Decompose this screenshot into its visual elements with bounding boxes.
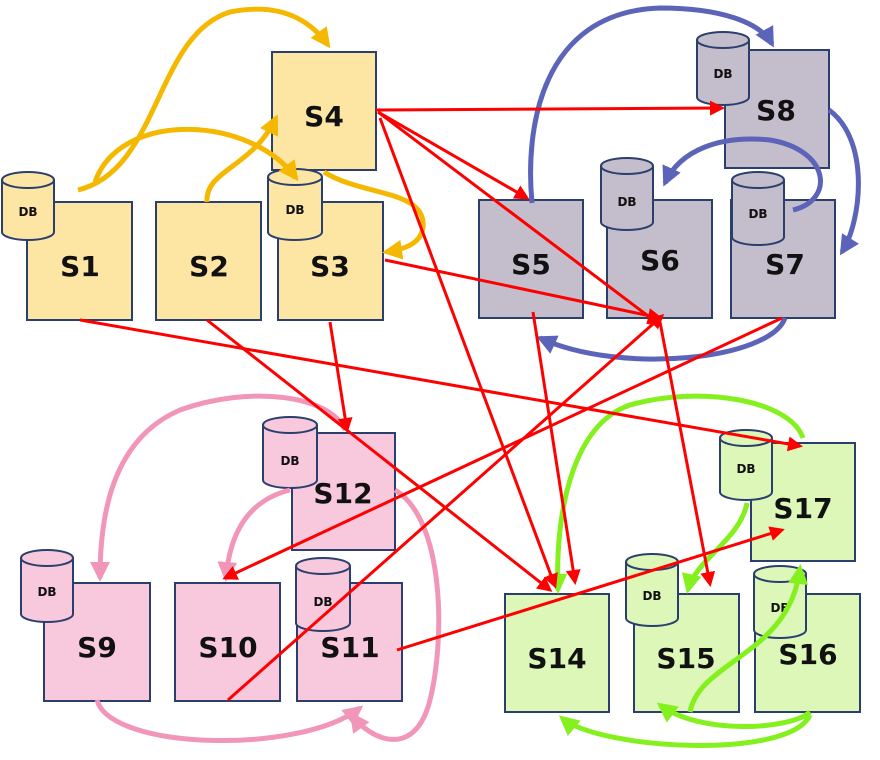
service-label-s1: S1	[60, 250, 100, 283]
arrow-red-s4-to-s8	[375, 100, 725, 116]
arrow-blue-s5-to-s8	[528, 5, 775, 204]
db-cylinder-s11: DB	[295, 557, 351, 632]
arrow-pink-s12-to-s10	[217, 487, 291, 582]
arrow-red-s7-to-s10	[222, 316, 783, 580]
db-label: DB	[285, 203, 304, 217]
arrow-red-s4-to-s15	[377, 110, 663, 327]
arrow-red-s2-to-s14	[206, 318, 553, 592]
arrow-red-s3-to-s12	[328, 321, 353, 433]
arrow-red-s11-to-s17	[396, 526, 785, 652]
service-label-s17: S17	[773, 492, 832, 525]
db-label: DB	[617, 195, 636, 209]
arrow-yellow-s4-to-s3	[322, 169, 426, 260]
arrow-red-s4-to-s14	[378, 117, 558, 589]
db-cylinder-s12: DB	[262, 416, 318, 489]
service-label-s8: S8	[756, 94, 796, 127]
db-cylinder-s9: DB	[20, 549, 74, 623]
arrow-red-s10-to-s6	[227, 314, 665, 702]
arrow-red-s6-to-s15	[658, 321, 716, 587]
service-label-s6: S6	[640, 244, 680, 277]
arrow-blue-s7-to-s5	[536, 316, 788, 362]
arrow-yellow-s2-to-s4	[204, 114, 279, 203]
arrow-pink-s12-to-s11	[349, 487, 442, 742]
service-box-s2	[155, 201, 262, 321]
arrow-yellow-s1-to-s4	[77, 6, 331, 193]
db-label: DB	[713, 67, 732, 81]
service-label-s7: S7	[765, 248, 805, 281]
service-label-s11: S11	[320, 631, 379, 664]
arrow-pink-s9-to-s11	[94, 699, 364, 743]
service-label-s3: S3	[310, 250, 350, 283]
arrow-yellow-s1-to-s3	[92, 127, 299, 183]
service-label-s16: S16	[778, 638, 837, 671]
db-label: DB	[18, 205, 37, 219]
db-label: DB	[280, 454, 299, 468]
service-label-s10: S10	[198, 631, 257, 664]
db-label: DB	[37, 585, 56, 599]
service-label-s12: S12	[313, 477, 372, 510]
db-cylinder-s8: DB	[696, 31, 750, 106]
arrow-green-s16-to-s17	[687, 564, 809, 713]
db-label: DB	[313, 595, 332, 609]
service-label-s9: S9	[77, 631, 117, 664]
arrow-green-s16-to-s14	[558, 713, 813, 748]
db-cylinder-s3: DB	[267, 168, 323, 241]
arrow-red-s1-to-s17	[79, 318, 803, 452]
service-box-s14	[504, 593, 610, 713]
arrow-red-s3-to-s6	[384, 258, 663, 323]
db-cylinder-s1: DB	[1, 171, 55, 241]
arrow-green-s17-to-s14	[547, 393, 806, 594]
db-cylinder-s17: DB	[719, 429, 773, 501]
db-cylinder-s7: DB	[731, 171, 785, 246]
service-label-s14: S14	[527, 642, 586, 675]
service-label-s15: S15	[656, 642, 715, 675]
arrow-blue-s7-to-s6	[662, 136, 823, 213]
service-label-s5: S5	[511, 248, 551, 281]
service-box-s4	[271, 51, 377, 171]
db-label: DB	[748, 207, 767, 221]
arrow-red-s4-to-s5	[377, 110, 530, 200]
db-cylinder-s6: DB	[600, 157, 654, 231]
db-label: DB	[642, 589, 661, 603]
service-label-s2: S2	[189, 250, 229, 283]
service-box-s10	[174, 582, 281, 702]
arrow-red-s5-to-s14	[531, 311, 581, 585]
db-label: DB	[736, 462, 755, 476]
arrow-green-s16-to-s15	[656, 702, 812, 729]
arrow-blue-s8-to-s7	[827, 107, 861, 256]
service-label-s4: S4	[304, 100, 344, 133]
